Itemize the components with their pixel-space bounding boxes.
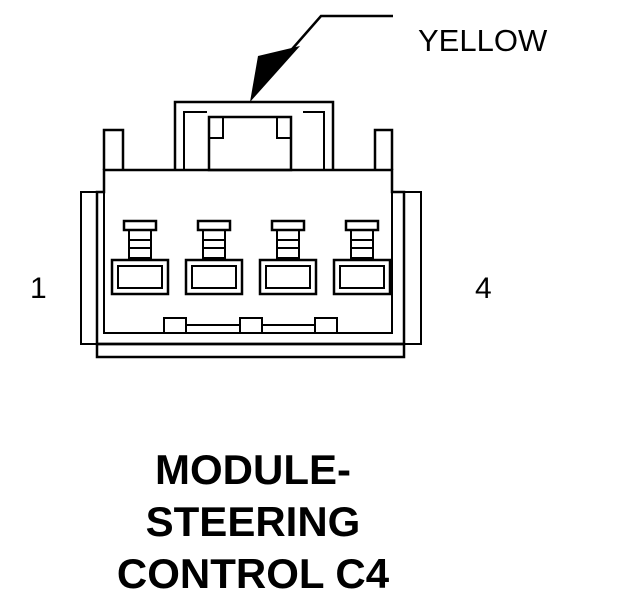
- pin-label-last: 4: [475, 272, 492, 305]
- connector-body: [80, 100, 422, 359]
- terminal-cavity-4: [332, 219, 392, 296]
- callout-arrowhead: [250, 46, 300, 102]
- terminal-cavity-3: [258, 219, 318, 296]
- terminal-cavity-1: [110, 219, 170, 296]
- title-line-2: STEERING: [146, 498, 361, 545]
- callout-leader: [250, 14, 393, 102]
- terminal-cavity-2: [184, 219, 244, 296]
- title-line-1: MODULE-: [155, 446, 351, 493]
- wire-color-label: YELLOW: [418, 23, 548, 58]
- latch-lock: [207, 115, 293, 172]
- title-line-3: CONTROL C4: [117, 550, 390, 597]
- pin-label-first: 1: [30, 272, 47, 305]
